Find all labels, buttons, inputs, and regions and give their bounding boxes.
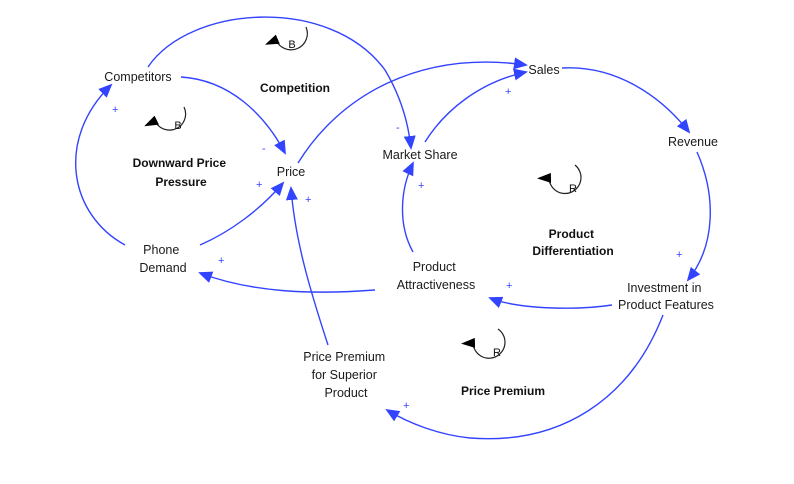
variable-product-attractiveness[interactable]: Product Attractiveness bbox=[397, 260, 476, 292]
loop-marker-product-differentiation: R bbox=[537, 164, 582, 195]
polarity-price-premium-to-price: + bbox=[305, 194, 311, 206]
link-revenue-to-investment[interactable] bbox=[686, 151, 711, 282]
link-sales-to-revenue[interactable] bbox=[561, 67, 691, 134]
loop-marker-price-premium: R bbox=[461, 328, 506, 359]
polarity-investment-to-product-attractiveness: + bbox=[506, 280, 512, 292]
polarity-market-share-to-sales: + bbox=[505, 86, 511, 98]
loop-name-product-differentiation: Product Differentiation bbox=[532, 227, 613, 258]
link-product-attractiveness-to-phone-demand[interactable] bbox=[198, 271, 376, 293]
loop-name-price-premium: Price Premium bbox=[461, 384, 545, 398]
loop-letter: B bbox=[174, 120, 181, 132]
link-price-premium-to-price[interactable] bbox=[285, 186, 329, 346]
polarity-product-attractiveness-to-market-share: + bbox=[418, 180, 424, 192]
loop-circle-icon bbox=[264, 26, 308, 51]
polarity-layer: - - + + + + + + + + + bbox=[112, 86, 682, 412]
loop-letter: B bbox=[288, 39, 295, 51]
loop-circle-icon bbox=[144, 106, 187, 131]
link-market-share-to-sales[interactable] bbox=[424, 68, 528, 143]
link-phone-demand-to-competitors[interactable] bbox=[75, 83, 126, 246]
variable-revenue[interactable]: Revenue bbox=[668, 135, 718, 149]
variable-price[interactable]: Price bbox=[277, 165, 306, 179]
polarity-revenue-to-investment: + bbox=[676, 249, 682, 261]
polarity-competitors-to-price: - bbox=[262, 143, 266, 155]
links-layer bbox=[75, 16, 711, 440]
polarity-phone-demand-to-price: + bbox=[256, 179, 262, 191]
loop-letter: R bbox=[493, 347, 501, 359]
polarity-competitors-to-market-share: - bbox=[396, 122, 400, 134]
loop-name-downward-price-pressure: Downward Price Pressure bbox=[133, 156, 230, 189]
loop-name-competition: Competition bbox=[260, 81, 330, 95]
loop-marker-competition: B bbox=[264, 26, 308, 51]
link-phone-demand-to-price[interactable] bbox=[199, 181, 285, 246]
variable-market-share[interactable]: Market Share bbox=[382, 148, 457, 162]
variable-phone-demand[interactable]: Phone Demand bbox=[139, 243, 186, 275]
link-product-attractiveness-to-market-share[interactable] bbox=[401, 161, 414, 253]
loop-marker-downward-price-pressure: B bbox=[144, 106, 187, 132]
polarity-phone-demand-to-competitors: + bbox=[112, 104, 118, 116]
variable-sales[interactable]: Sales bbox=[528, 63, 559, 77]
polarity-product-attractiveness-to-phone-demand: + bbox=[218, 255, 224, 267]
loop-circle-icon bbox=[461, 328, 506, 359]
loop-letter: R bbox=[569, 183, 577, 195]
variable-competitors[interactable]: Competitors bbox=[104, 70, 171, 84]
link-investment-to-price-premium[interactable] bbox=[385, 314, 664, 440]
variable-price-premium-for-superior-product[interactable]: Price Premium for Superior Product bbox=[303, 350, 388, 400]
link-price-to-sales[interactable] bbox=[297, 57, 528, 164]
polarity-investment-to-price-premium: + bbox=[403, 400, 409, 412]
loop-circle-icon bbox=[537, 164, 582, 195]
link-competitors-to-price[interactable] bbox=[180, 76, 286, 155]
link-competitors-to-market-share[interactable] bbox=[147, 16, 416, 150]
variable-investment-in-product-features[interactable]: Investment in Product Features bbox=[618, 281, 714, 312]
link-investment-to-product-attractiveness[interactable] bbox=[488, 296, 613, 309]
